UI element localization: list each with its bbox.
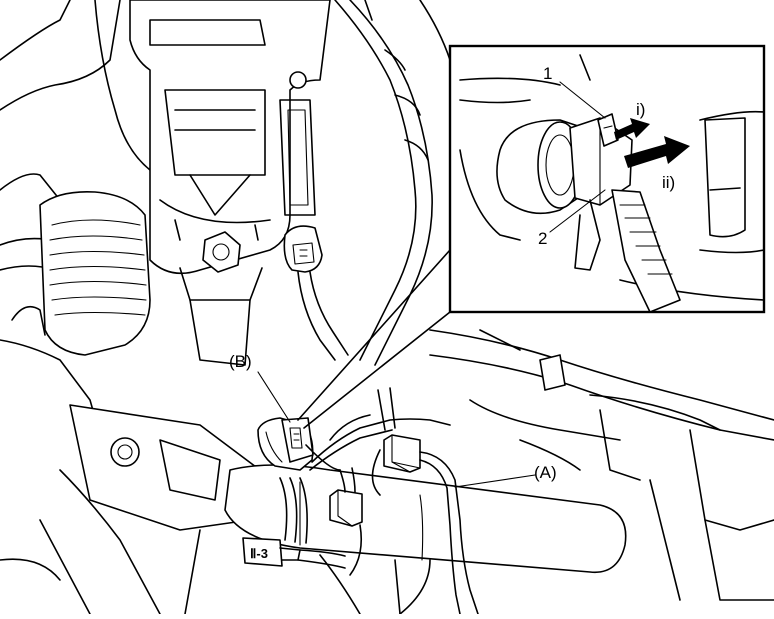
wire-harness-a	[309, 387, 479, 615]
callout-2-label: 2	[538, 229, 547, 248]
connector-plate-ii3: Ⅱ-3	[242, 537, 346, 569]
plate-label: Ⅱ-3	[250, 546, 268, 561]
callout-1-label: 1	[543, 64, 552, 83]
callouts: (B) (A) 1 2 i) ii)	[229, 64, 675, 488]
leader-line-lower	[303, 311, 451, 429]
callout-b-label: (B)	[229, 352, 252, 371]
step-i-label: i)	[636, 100, 645, 119]
step-ii-label: ii)	[662, 173, 675, 192]
oxygen-sensor-connector-b	[257, 417, 341, 471]
callout-a-label: (A)	[534, 463, 557, 482]
arrow-i-icon	[614, 118, 650, 140]
detail-inset	[297, 44, 766, 429]
leader-line-upper	[297, 249, 451, 421]
arrow-ii-icon	[624, 136, 690, 168]
